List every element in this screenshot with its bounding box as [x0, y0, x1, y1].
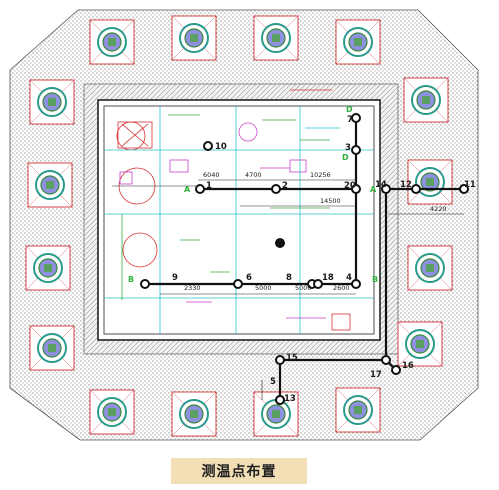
axis-label-b-right: B — [372, 275, 378, 284]
measurement-point-label-8: 8 — [286, 273, 292, 283]
measurement-point-label-1: 1 — [206, 181, 212, 191]
pile-cap — [29, 79, 75, 125]
measurement-point-4 — [351, 279, 361, 289]
dim-text-8: 5000 — [295, 284, 312, 292]
axis-label-d-mid: D — [342, 153, 349, 162]
dim-text-5: 4220 — [430, 205, 447, 213]
measurement-point-label-4: 4 — [346, 273, 352, 283]
dimension-texts: 6040 4700 10256 14500 4220 2330 5000 500… — [184, 171, 447, 292]
measurement-point-9 — [140, 279, 150, 289]
pile-cap — [171, 15, 217, 61]
measurement-point-label-20: 20 — [344, 181, 356, 191]
pile-cap — [403, 77, 449, 123]
dim-text-2: 4700 — [245, 171, 262, 179]
pile-cap — [253, 15, 299, 61]
dim-text-9: 2600 — [333, 284, 350, 292]
axis-label-a-left: A — [184, 185, 191, 194]
dim-text-4: 14500 — [320, 197, 341, 205]
measurement-point-label-17: 17 — [370, 370, 382, 380]
measurement-point-label-3: 3 — [345, 143, 351, 153]
center-marker — [275, 238, 285, 248]
dim-text-1: 6040 — [203, 171, 220, 179]
measurement-point-18 — [313, 279, 323, 289]
measurement-point-16 — [391, 365, 401, 375]
measurement-point-12 — [411, 184, 421, 194]
pile-cap — [89, 389, 135, 435]
pile-cap — [89, 19, 135, 65]
measurement-point-label-2: 2 — [282, 181, 288, 191]
measurement-point-label-11: 11 — [464, 180, 476, 190]
dimension-lines — [112, 179, 464, 400]
pile-cap — [29, 325, 75, 371]
pile-cap — [397, 321, 443, 367]
pile-cap — [171, 391, 217, 437]
measurement-point-label-16: 16 — [402, 361, 414, 371]
pile-cap — [335, 387, 381, 433]
measurement-point-label-15: 15 — [286, 353, 298, 363]
inner-area-frame — [103, 105, 375, 335]
caption-label: 测温点布置 — [171, 458, 307, 484]
axis-label-group: A A B B D D — [128, 105, 378, 284]
measurement-point-3 — [351, 145, 361, 155]
inner-area — [97, 99, 381, 341]
pile-cap — [27, 162, 73, 208]
pile-cap — [25, 245, 71, 291]
measurement-point-label-5: 5 — [270, 377, 276, 387]
pile-cap — [407, 159, 453, 205]
measurement-point-label-14: 14 — [375, 180, 387, 190]
axis-label-b-left: B — [128, 275, 134, 284]
measurement-point-2 — [271, 184, 281, 194]
measurement-point-label-6: 6 — [246, 273, 252, 283]
measurement-point-17 — [381, 355, 391, 365]
pile-caps — [25, 15, 453, 437]
axis-label-d-top: D — [346, 105, 353, 114]
measurement-point-label-9: 9 — [172, 273, 178, 283]
measurement-point-label-7: 7 — [347, 115, 353, 125]
pile-cap — [335, 19, 381, 65]
measurement-point-11 — [459, 184, 469, 194]
dim-text-6: 2330 — [184, 284, 201, 292]
measurement-point-14 — [381, 184, 391, 194]
measurement-point-10 — [203, 141, 213, 151]
measurement-point-1 — [195, 184, 205, 194]
measurement-point-20 — [351, 184, 361, 194]
measurement-point-6 — [233, 279, 243, 289]
measurement-point-label-10: 10 — [215, 142, 227, 152]
measurement-point-15 — [275, 355, 285, 365]
measurement-point-label-18: 18 — [322, 273, 334, 283]
measurement-point-7 — [351, 113, 361, 123]
pile-cap — [407, 245, 453, 291]
dim-text-3: 10256 — [310, 171, 331, 179]
measurement-point-13 — [275, 395, 285, 405]
pile-cap — [253, 391, 299, 437]
cad-details — [104, 89, 374, 334]
axis-label-a-right: A — [370, 185, 377, 194]
measurement-point-label-13: 13 — [284, 394, 296, 404]
dim-text-7: 5000 — [255, 284, 272, 292]
measurement-point-label-12: 12 — [400, 180, 412, 190]
